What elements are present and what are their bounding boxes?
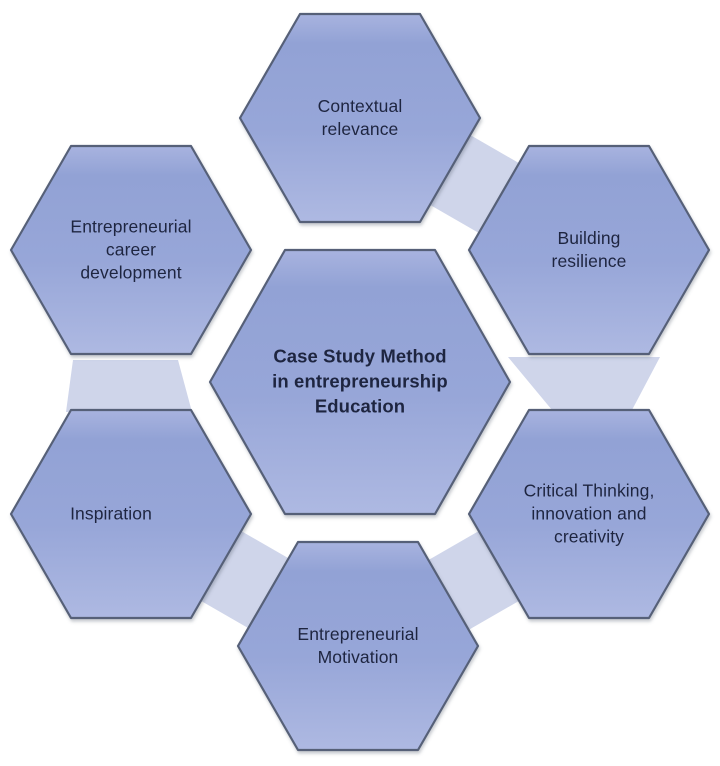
connector-band-left	[66, 360, 192, 412]
connector-band-right	[508, 357, 660, 410]
hexagon-top-right	[467, 144, 711, 356]
hexagon-bottom-left	[9, 408, 253, 620]
hexagon-bottom	[236, 540, 480, 752]
hexagon-top-left	[9, 144, 253, 356]
hexagon-center	[208, 248, 512, 516]
hexagon-bottom-right	[467, 408, 711, 620]
hexagon-top	[238, 12, 482, 224]
